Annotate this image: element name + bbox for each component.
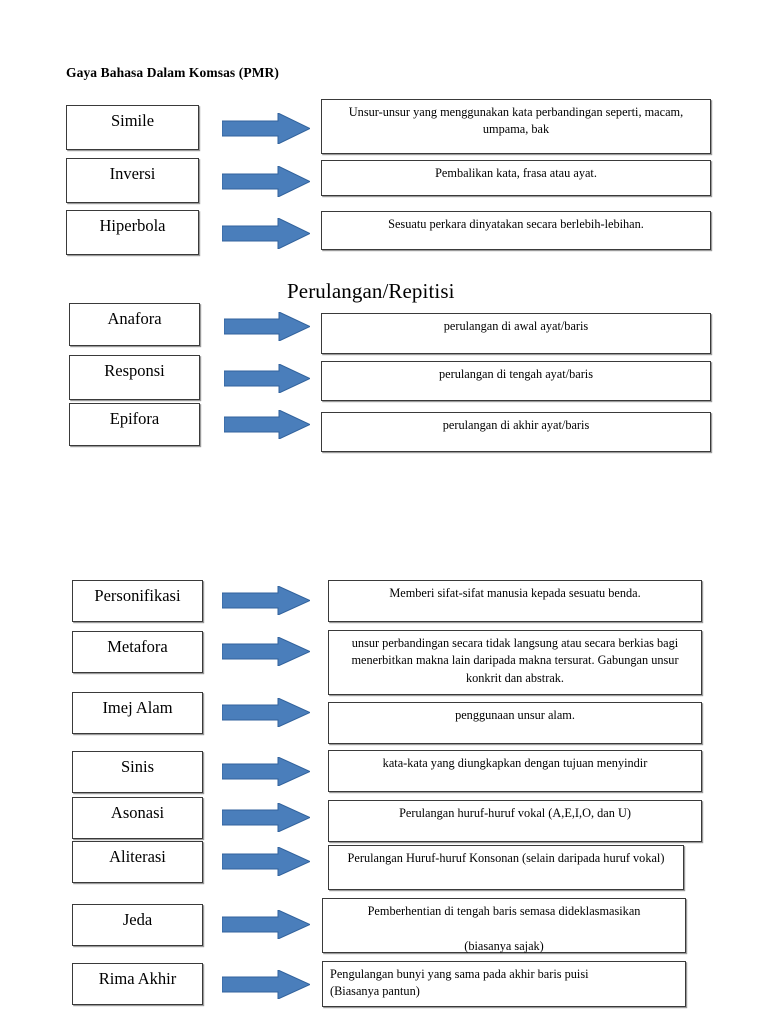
definition-box-imej-alam: penggunaan unsur alam. <box>328 702 702 744</box>
page-title: Gaya Bahasa Dalam Komsas (PMR) <box>66 65 279 80</box>
definition-box-metafora: unsur perbandingan secara tidak langsung… <box>328 630 702 695</box>
definition-text: Pengulangan bunyi yang sama pada akhir b… <box>330 967 589 999</box>
arrow-icon <box>222 166 310 197</box>
term-label: Aliterasi <box>109 847 166 866</box>
definition-box-sinis: kata-kata yang diungkapkan dengan tujuan… <box>328 750 702 792</box>
arrow-icon <box>222 698 310 727</box>
definition-box-inversi: Pembalikan kata, frasa atau ayat. <box>321 160 711 196</box>
term-label: Rima Akhir <box>98 969 177 988</box>
arrow-icon <box>222 803 310 832</box>
term-box-personifikasi: Personifikasi <box>72 580 203 622</box>
definition-box-jeda: Pemberhentian di tengah baris semasa did… <box>322 898 686 953</box>
term-box-inversi: Inversi <box>66 158 199 203</box>
term-box-imej-alam: Imej Alam <box>72 692 203 734</box>
definition-text: Unsur-unsur yang menggunakan kata perban… <box>348 105 684 137</box>
section-heading-perulangan: Perulangan/Repitisi <box>287 279 455 303</box>
term-box-sinis: Sinis <box>72 751 203 793</box>
term-box-anafora: Anafora <box>69 303 200 346</box>
definition-text: penggunaan unsur alam. <box>455 708 575 722</box>
definition-text: perulangan di akhir ayat/baris <box>442 418 590 432</box>
definition-text: unsur perbandingan secara tidak langsung… <box>351 636 679 685</box>
term-box-epifora: Epifora <box>69 403 200 446</box>
term-box-asonasi: Asonasi <box>72 797 203 839</box>
term-box-simile: Simile <box>66 105 199 150</box>
term-box-aliterasi: Aliterasi <box>72 841 203 883</box>
term-label: Epifora <box>109 409 160 428</box>
arrow-icon <box>222 586 310 615</box>
definition-box-anafora: perulangan di awal ayat/baris <box>321 313 711 354</box>
arrow-icon <box>222 910 310 939</box>
term-label: Asonasi <box>110 803 165 822</box>
definition-text: Memberi sifat-sifat manusia kepada sesua… <box>389 586 641 600</box>
definition-text: Pemberhentian di tengah baris semasa did… <box>367 904 641 953</box>
term-label: Hiperbola <box>99 216 166 235</box>
term-label: Anafora <box>107 309 162 328</box>
term-label: Simile <box>110 111 155 130</box>
term-box-hiperbola: Hiperbola <box>66 210 199 255</box>
definition-text: Perulangan huruf-huruf vokal (A,E,I,O, d… <box>399 806 631 820</box>
term-label: Metafora <box>107 637 168 656</box>
term-label: Personifikasi <box>94 586 181 605</box>
arrow-icon <box>224 364 310 393</box>
definition-box-hiperbola: Sesuatu perkara dinyatakan secara berleb… <box>321 211 711 250</box>
definition-box-aliterasi: Perulangan Huruf-huruf Konsonan (selain … <box>328 845 684 890</box>
arrow-icon <box>224 312 310 341</box>
term-box-responsi: Responsi <box>69 355 200 400</box>
term-label: Jeda <box>122 910 153 929</box>
term-label: Sinis <box>120 757 155 776</box>
arrow-icon <box>222 970 310 999</box>
term-box-metafora: Metafora <box>72 631 203 673</box>
definition-box-asonasi: Perulangan huruf-huruf vokal (A,E,I,O, d… <box>328 800 702 842</box>
arrow-icon <box>224 410 310 439</box>
arrow-icon <box>222 847 310 876</box>
term-label: Inversi <box>109 164 156 183</box>
definition-text: perulangan di awal ayat/baris <box>443 319 589 333</box>
definition-box-responsi: perulangan di tengah ayat/baris <box>321 361 711 401</box>
term-box-jeda: Jeda <box>72 904 203 946</box>
definition-box-personifikasi: Memberi sifat-sifat manusia kepada sesua… <box>328 580 702 622</box>
definition-box-rima-akhir: Pengulangan bunyi yang sama pada akhir b… <box>322 961 686 1007</box>
arrow-icon <box>222 218 310 249</box>
definition-box-simile: Unsur-unsur yang menggunakan kata perban… <box>321 99 711 154</box>
term-box-rima-akhir: Rima Akhir <box>72 963 203 1005</box>
definition-text: Sesuatu perkara dinyatakan secara berleb… <box>388 217 644 231</box>
arrow-icon <box>222 637 310 666</box>
arrow-icon <box>222 757 310 786</box>
definition-text: perulangan di tengah ayat/baris <box>439 367 593 381</box>
definition-box-epifora: perulangan di akhir ayat/baris <box>321 412 711 452</box>
definition-text: Pembalikan kata, frasa atau ayat. <box>435 166 597 180</box>
arrow-icon <box>222 113 310 144</box>
definition-text: Perulangan Huruf-huruf Konsonan (selain … <box>347 851 665 865</box>
term-label: Imej Alam <box>102 698 173 717</box>
definition-text: kata-kata yang diungkapkan dengan tujuan… <box>382 756 648 770</box>
term-label: Responsi <box>104 361 165 380</box>
